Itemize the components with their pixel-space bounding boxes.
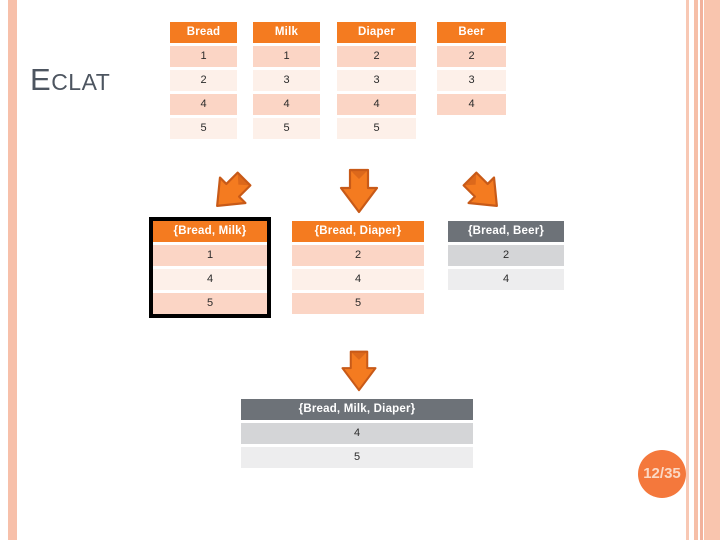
table-row: 5: [337, 118, 416, 139]
table-bread-milk: {Bread, Milk} 1 4 5: [149, 217, 271, 318]
table-row: 1: [253, 46, 320, 67]
right-edge-stripe-1: [686, 0, 689, 540]
table-bread-milk-header: {Bread, Milk}: [153, 221, 267, 242]
left-edge-stripe: [8, 0, 17, 540]
table-beer: Beer 2 3 4: [437, 22, 506, 115]
arrow-down-icon: [337, 348, 381, 392]
table-row: 1: [153, 245, 267, 266]
arrow-down-left-icon: [208, 168, 256, 214]
table-row: 2: [292, 245, 424, 266]
table-row: 4: [448, 269, 564, 290]
table-row: 5: [170, 118, 237, 139]
right-edge-stripe-2: [694, 0, 698, 540]
table-row: 2: [170, 70, 237, 91]
table-row: 4: [170, 94, 237, 115]
table-bread: Bread 1 2 4 5: [170, 22, 237, 139]
table-milk-header: Milk: [253, 22, 320, 43]
table-row: 4: [153, 269, 267, 290]
arrow-down-icon: [337, 166, 381, 214]
table-bread-beer: {Bread, Beer} 2 4: [448, 221, 564, 290]
right-edge-stripe-3: [700, 0, 703, 540]
table-row: 3: [437, 70, 506, 91]
table-bread-header: Bread: [170, 22, 237, 43]
table-bread-milk-diaper: {Bread, Milk, Diaper} 4 5: [241, 399, 473, 468]
table-row: 2: [437, 46, 506, 67]
right-edge-stripe-4: [704, 0, 720, 540]
page-title-rest: CLAT: [51, 69, 111, 95]
table-row: 4: [437, 94, 506, 115]
table-diaper: Diaper 2 3 4 5: [337, 22, 416, 139]
table-row: 4: [292, 269, 424, 290]
table-row: 5: [241, 447, 473, 468]
table-beer-header: Beer: [437, 22, 506, 43]
page-number-badge: 12/35: [638, 450, 686, 498]
table-row: 4: [337, 94, 416, 115]
arrow-down-right-icon: [458, 168, 506, 214]
table-diaper-header: Diaper: [337, 22, 416, 43]
table-row: 4: [253, 94, 320, 115]
table-row: 2: [448, 245, 564, 266]
table-row: 5: [292, 293, 424, 314]
table-bread-diaper-header: {Bread, Diaper}: [292, 221, 424, 242]
table-row: 5: [253, 118, 320, 139]
page-title: ECLAT: [30, 62, 110, 98]
table-row: 2: [337, 46, 416, 67]
table-row: 3: [337, 70, 416, 91]
table-row: 4: [241, 423, 473, 444]
page-title-initial: E: [30, 62, 52, 97]
table-milk: Milk 1 3 4 5: [253, 22, 320, 139]
table-row: 3: [253, 70, 320, 91]
table-bread-beer-header: {Bread, Beer}: [448, 221, 564, 242]
table-bread-milk-diaper-header: {Bread, Milk, Diaper}: [241, 399, 473, 420]
table-row: 1: [170, 46, 237, 67]
table-row: 5: [153, 293, 267, 314]
table-bread-diaper: {Bread, Diaper} 2 4 5: [292, 221, 424, 314]
